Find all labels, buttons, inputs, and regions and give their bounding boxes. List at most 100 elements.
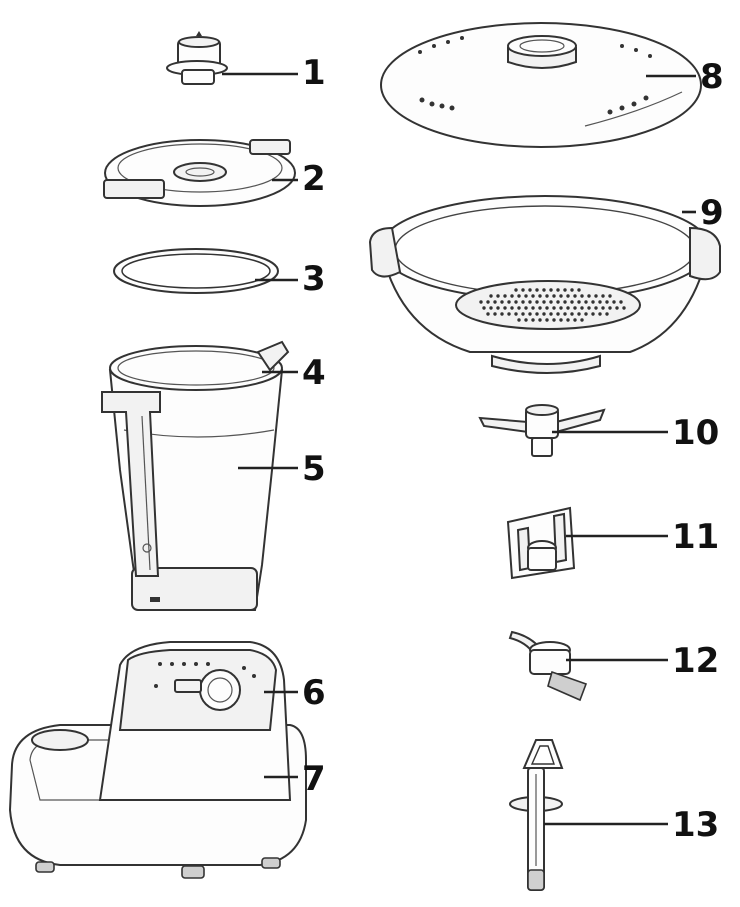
basket-hole <box>559 306 563 310</box>
part-label-3: 3 <box>302 259 326 299</box>
basket-hole <box>608 306 612 310</box>
basket-hole <box>538 318 542 322</box>
basket-hole <box>507 300 511 304</box>
basket-hole <box>524 294 528 298</box>
basket-hole <box>528 300 532 304</box>
basket-hole <box>556 288 560 292</box>
basket-hole <box>514 312 518 316</box>
part-label-13: 13 <box>672 805 719 845</box>
basket-hole <box>545 306 549 310</box>
basket-hole <box>566 306 570 310</box>
basket-hole <box>591 312 595 316</box>
basket-hole <box>570 312 574 316</box>
basket-hole <box>580 294 584 298</box>
part-label-7: 7 <box>302 759 326 799</box>
basket-hole <box>580 318 584 322</box>
basket-hole <box>517 294 521 298</box>
basket-hole <box>615 306 619 310</box>
basket-hole <box>622 306 626 310</box>
basket-hole <box>552 294 556 298</box>
part-label-6: 6 <box>302 673 326 713</box>
basket-hole <box>563 288 567 292</box>
basket-hole <box>573 318 577 322</box>
basket-hole <box>486 312 490 316</box>
part-label-10: 10 <box>672 413 719 453</box>
basket-hole <box>538 306 542 310</box>
basket-hole <box>549 312 553 316</box>
basket-hole <box>528 312 532 316</box>
sealing-ring-drawing <box>113 248 279 294</box>
kneading-blade-drawing <box>508 630 588 702</box>
basket-hole <box>573 294 577 298</box>
basket-hole <box>601 306 605 310</box>
part-label-2: 2 <box>302 159 326 199</box>
leader-lines <box>222 72 696 826</box>
bowl-drawing <box>101 340 290 611</box>
basket-hole <box>496 306 500 310</box>
basket-hole <box>577 300 581 304</box>
basket-hole <box>517 306 521 310</box>
basket-hole <box>479 300 483 304</box>
basket-hole <box>563 300 567 304</box>
basket-hole <box>531 306 535 310</box>
basket-hole <box>507 312 511 316</box>
basket-hole <box>538 294 542 298</box>
basket-hole <box>598 300 602 304</box>
basket-hole <box>591 300 595 304</box>
lid-drawing <box>103 139 296 207</box>
basket-hole <box>619 300 623 304</box>
basket-hole <box>594 306 598 310</box>
basket-hole <box>542 288 546 292</box>
basket-hole <box>531 294 535 298</box>
part-label-9: 9 <box>700 193 724 233</box>
basket-hole <box>584 312 588 316</box>
basket-hole <box>521 288 525 292</box>
basket-hole <box>535 288 539 292</box>
basket-hole <box>556 312 560 316</box>
basket-hole <box>510 306 514 310</box>
basket-hole <box>500 300 504 304</box>
basket-hole <box>577 288 581 292</box>
basket-hole <box>570 300 574 304</box>
basket-hole <box>552 306 556 310</box>
basket-hole <box>500 312 504 316</box>
basket-hole <box>489 294 493 298</box>
part-label-4: 4 <box>302 353 326 393</box>
part-label-8: 8 <box>700 57 724 97</box>
basket-hole <box>503 294 507 298</box>
part-label-5: 5 <box>302 449 326 489</box>
stirrer-drawing <box>506 506 576 580</box>
basket-hole <box>489 306 493 310</box>
basket-hole <box>566 294 570 298</box>
steaming-basket-drawing <box>368 195 721 374</box>
basket-hole <box>496 294 500 298</box>
basket-hole <box>552 318 556 322</box>
basket-hole <box>493 300 497 304</box>
basket-hole <box>608 294 612 298</box>
part-label-12: 12 <box>672 641 719 681</box>
basket-hole <box>521 312 525 316</box>
basket-hole <box>514 288 518 292</box>
base-unit-drawing <box>8 641 307 879</box>
basket-hole <box>545 294 549 298</box>
basket-hole <box>510 294 514 298</box>
basket-hole <box>535 300 539 304</box>
basket-hole <box>535 312 539 316</box>
basket-hole <box>601 294 605 298</box>
basket-hole <box>542 312 546 316</box>
basket-hole <box>524 318 528 322</box>
basket-hole <box>503 306 507 310</box>
basket-hole <box>587 294 591 298</box>
basket-hole <box>556 300 560 304</box>
basket-hole <box>594 294 598 298</box>
basket-hole <box>587 306 591 310</box>
basket-hole <box>570 288 574 292</box>
basket-hole <box>521 300 525 304</box>
basket-hole <box>493 312 497 316</box>
basket-hole <box>573 306 577 310</box>
part-label-11: 11 <box>672 517 719 557</box>
basket-hole <box>517 318 521 322</box>
steamer-lid-drawing <box>380 22 702 148</box>
blade-drawing <box>478 404 606 457</box>
